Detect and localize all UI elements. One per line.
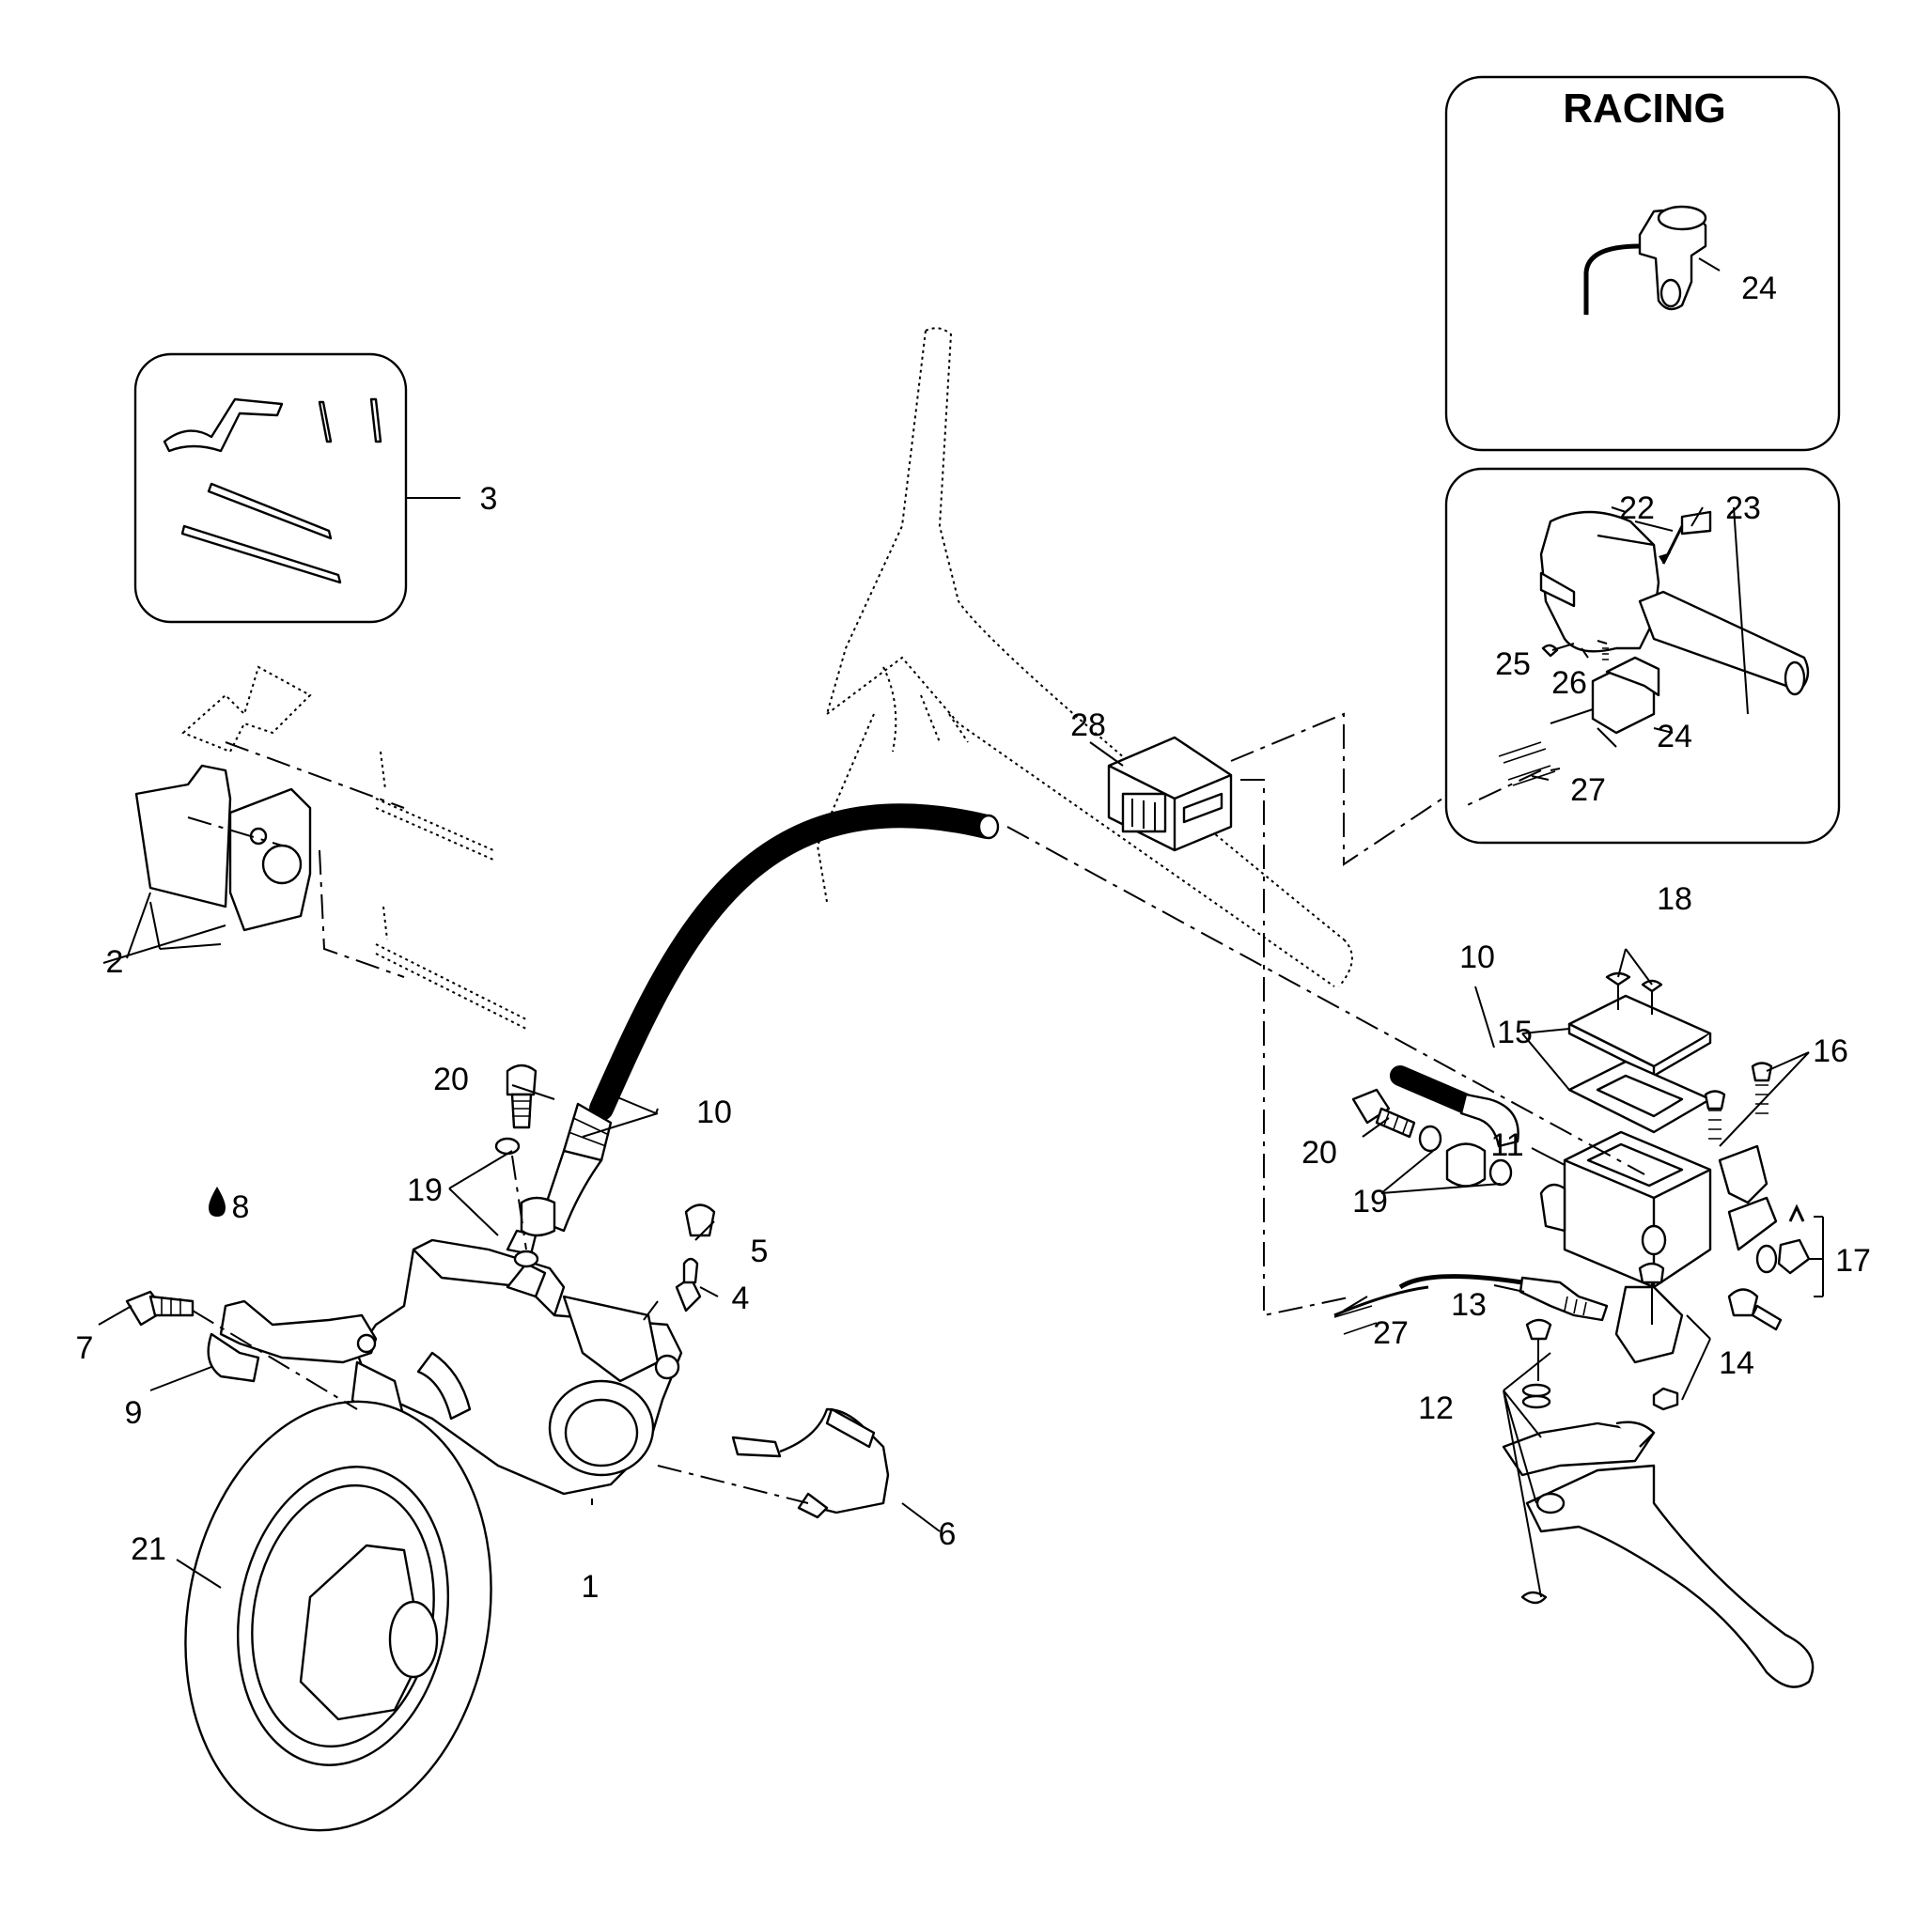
callout-7: 7 bbox=[76, 1330, 94, 1366]
banjo-bolt-right bbox=[1351, 1065, 1519, 1188]
callout-19-left: 19 bbox=[407, 1172, 443, 1208]
grease-icon bbox=[1788, 1203, 1805, 1222]
callout-16: 16 bbox=[1813, 1033, 1848, 1069]
callout-19-right: 19 bbox=[1352, 1184, 1388, 1219]
callout-17: 17 bbox=[1835, 1243, 1871, 1279]
callout-1: 1 bbox=[582, 1569, 600, 1605]
callout-27-standard: 27 bbox=[1570, 772, 1606, 808]
callout-24-racing: 24 bbox=[1741, 271, 1777, 306]
callout-20-left: 20 bbox=[433, 1062, 469, 1097]
callout-22: 22 bbox=[1619, 490, 1655, 526]
brake-disc bbox=[184, 1400, 492, 1832]
brake-lever bbox=[1502, 1318, 1815, 1688]
banjo-bolt-left bbox=[494, 1064, 556, 1268]
standard-switch-box bbox=[1444, 467, 1841, 845]
callout-21: 21 bbox=[131, 1531, 166, 1567]
callout-9: 9 bbox=[125, 1395, 143, 1431]
caliper-fittings bbox=[657, 1203, 890, 1519]
callout-24-standard: 24 bbox=[1657, 719, 1692, 754]
callout-15: 15 bbox=[1497, 1015, 1533, 1050]
callout-8: 8 bbox=[232, 1189, 250, 1225]
callout-25: 25 bbox=[1495, 646, 1531, 682]
callout-28: 28 bbox=[1070, 707, 1106, 743]
callout-23: 23 bbox=[1725, 490, 1761, 526]
callout-12: 12 bbox=[1418, 1390, 1454, 1426]
racing-label: RACING bbox=[1563, 85, 1726, 132]
callout-4: 4 bbox=[732, 1281, 750, 1316]
brake-hose bbox=[538, 803, 1000, 1233]
brake-pads bbox=[134, 665, 527, 1030]
connector-block bbox=[1107, 736, 1233, 852]
callout-27-lever: 27 bbox=[1373, 1315, 1409, 1351]
handlebar-outline bbox=[816, 327, 1353, 987]
callout-6: 6 bbox=[939, 1516, 957, 1552]
pin-kit-box bbox=[133, 352, 408, 624]
callout-10-left: 10 bbox=[696, 1095, 732, 1130]
callout-5: 5 bbox=[751, 1234, 769, 1269]
callout-2: 2 bbox=[106, 944, 124, 980]
callout-3: 3 bbox=[480, 481, 498, 517]
leader-lines bbox=[98, 257, 1824, 1598]
callout-26: 26 bbox=[1551, 665, 1587, 701]
callout-20-right: 20 bbox=[1301, 1135, 1337, 1171]
master-cylinder bbox=[1539, 971, 1811, 1411]
callout-11: 11 bbox=[1490, 1127, 1523, 1163]
fluid-drop-icon bbox=[209, 1187, 226, 1217]
callout-14: 14 bbox=[1719, 1345, 1754, 1381]
racing-variant-box bbox=[1444, 75, 1841, 452]
callout-18: 18 bbox=[1657, 881, 1692, 917]
caliper-bracket bbox=[125, 1290, 378, 1410]
callout-13: 13 bbox=[1451, 1287, 1487, 1323]
brake-switch bbox=[1333, 1274, 1609, 1335]
brake-caliper bbox=[351, 1229, 683, 1496]
callout-10-right: 10 bbox=[1459, 939, 1495, 975]
